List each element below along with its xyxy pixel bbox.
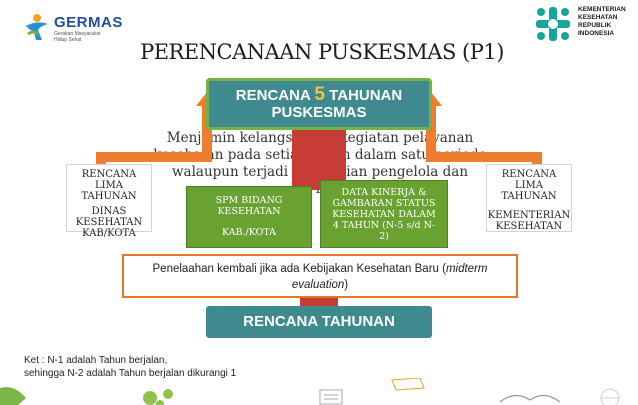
five-year-plan-box: RENCANA 5 TAHUNAN PUSKESMAS — [206, 78, 432, 130]
book-doodle-icon — [499, 394, 561, 403]
note-line-2: evaluation) — [124, 277, 516, 293]
district-plan-line-2: TAHUNAN — [81, 191, 137, 202]
performance-data-line-1: DATA KINERJA & — [341, 187, 427, 198]
ministry-plan-line-4: KESEHATAN — [495, 221, 563, 232]
note-line-1: Penelaahan kembali jika ada Kebijakan Ke… — [124, 261, 516, 277]
globe-doodle-icon — [600, 388, 620, 405]
annual-plan-box: RENCANA TAHUNAN — [206, 306, 432, 338]
gear-doodle-icon — [143, 389, 173, 405]
spm-box: SPM BIDANG KESEHATAN KAB./KOTA — [186, 186, 312, 248]
ministry-plan-box: RENCANA LIMA TAHUNAN KEMENTERIAN KESEHAT… — [486, 164, 572, 232]
ministry-plan-line-2: TAHUNAN — [501, 191, 557, 202]
envelope-doodle-icon — [391, 378, 425, 391]
district-plan-line-4: KESEHATAN — [75, 217, 143, 228]
note-line-2-text: ) — [344, 279, 349, 291]
district-plan-box: RENCANA LIMA TAHUNAN DINAS KESEHATAN KAB… — [66, 164, 152, 239]
footnote: Ket : N-1 adalah Tahun berjalan, sehingg… — [24, 354, 236, 380]
right-arrow-riser — [426, 98, 436, 162]
spm-line-1: SPM BIDANG — [215, 195, 283, 206]
germas-logo: GERMAS Gerakan Masyarakat Hidup Sehat — [22, 10, 132, 44]
performance-data-line-5: 2) — [379, 231, 389, 242]
performance-data-box: DATA KINERJA & GAMBARAN STATUS KESEHATAN… — [320, 180, 448, 248]
five-year-plan-pre: RENCANA — [235, 87, 315, 104]
kemenkes-line-1: KEMENTERIAN — [578, 6, 626, 13]
germas-figure-icon — [26, 14, 48, 40]
germas-brand: GERMAS — [54, 14, 123, 31]
five-year-plan-line-1: RENCANA 5 TAHUNAN — [209, 84, 429, 105]
district-plan-line-1: RENCANA LIMA — [81, 169, 137, 191]
district-plan-line-3: DINAS — [91, 206, 127, 217]
spm-line-3: KAB./KOTA — [221, 227, 277, 238]
ministry-plan-line-1: RENCANA LIMA — [501, 169, 557, 191]
performance-data-line-4: 4 TAHUN (N-5 s/d N- — [332, 220, 436, 231]
page-title: PERENCANAAN PUSKESMAS (P1) — [140, 40, 504, 64]
right-arrow-stem — [532, 152, 542, 174]
note-line-2-italic: evaluation — [291, 279, 345, 291]
footnote-line-2: sehingga N-2 adalah Tahun berjalan dikur… — [24, 368, 237, 379]
five-year-plan-line-2: PUSKESMAS — [271, 104, 367, 121]
midterm-evaluation-note: Penelaahan kembali jika ada Kebijakan Ke… — [122, 254, 518, 298]
district-plan-line-5: KAB/KOTA — [82, 228, 136, 239]
document-doodle-icon — [319, 389, 343, 405]
performance-data-line-3: KESEHATAN DALAM — [332, 209, 436, 220]
kemenkes-logo: KEMENTERIAN KESEHATAN REPUBLIK INDONESIA — [534, 4, 634, 44]
kemenkes-emblem-icon — [536, 7, 570, 41]
ministry-plan-line-3: KEMENTERIAN — [487, 210, 571, 221]
leaf-doodle-icon — [0, 387, 26, 405]
center-connector — [292, 128, 346, 190]
germas-tagline: Gerakan Masyarakat Hidup Sehat — [54, 31, 101, 43]
note-line-1-text: Penelaahan kembali jika ada Kebijakan Ke… — [152, 263, 446, 275]
footnote-line-1: Ket : N-1 adalah Tahun berjalan, — [24, 355, 168, 366]
decorative-footer-doodles — [0, 378, 620, 405]
kemenkes-line-4: INDONESIA — [578, 30, 615, 37]
right-arrow-bar — [426, 152, 542, 162]
note-line-1-italic: midterm — [445, 263, 488, 275]
five-year-plan-number: 5 — [314, 84, 325, 105]
left-arrow-stem — [96, 152, 106, 174]
spm-line-2: KESEHATAN — [217, 206, 281, 217]
five-year-plan-post: TAHUNAN — [324, 87, 403, 104]
kemenkes-line-2: KESEHATAN — [578, 14, 618, 21]
left-arrow-riser — [202, 98, 212, 162]
left-arrow-bar — [96, 152, 212, 162]
kemenkes-line-3: REPUBLIK — [578, 22, 612, 29]
performance-data-line-2: GAMBARAN STATUS — [332, 198, 436, 209]
